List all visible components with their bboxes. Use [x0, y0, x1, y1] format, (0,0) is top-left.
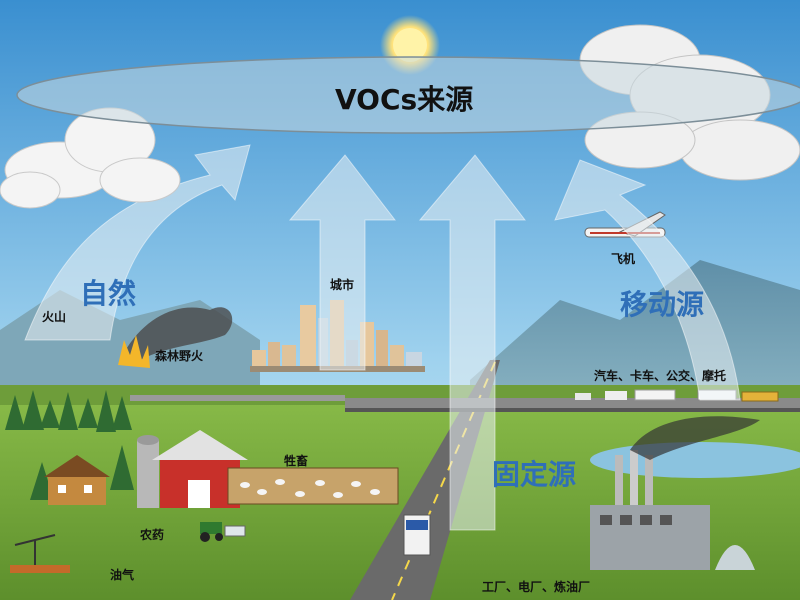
flow-arrows: [24, 144, 741, 531]
category-natural: 自然: [80, 277, 137, 310]
diagram-title: VOCs来源: [335, 83, 474, 116]
fire: [118, 335, 150, 368]
livestock: [240, 479, 380, 498]
arrow-stationary: [418, 154, 527, 531]
highway: [345, 398, 800, 408]
label-pesticide: 农药: [140, 528, 165, 542]
arrow-natural: [24, 144, 251, 341]
label-livestock: 牲畜: [284, 454, 309, 468]
arrow-city: [288, 154, 397, 371]
house: [44, 455, 110, 505]
label-forest-fire: 森林野火: [155, 349, 204, 363]
factory: [590, 450, 755, 570]
oil-pump: [10, 534, 70, 573]
arrow-mobile: [554, 159, 741, 401]
label-industry: 工厂、电厂、炼油厂: [482, 580, 591, 594]
barn: [137, 430, 248, 508]
label-city: 城市: [330, 278, 355, 292]
label-vehicles: 汽车、卡车、公交、摩托: [594, 369, 727, 383]
category-mobile: 移动源: [620, 288, 705, 321]
category-stationary: 固定源: [492, 458, 577, 491]
label-airplane: 飞机: [611, 252, 636, 266]
label-volcano: 火山: [42, 310, 67, 324]
livestock-pen: [227, 467, 399, 505]
vocs-ellipse: [16, 56, 800, 134]
factory-smoke: [630, 416, 760, 460]
label-oil-gas: 油气: [110, 568, 135, 582]
forest: [5, 390, 134, 500]
tractor: [200, 522, 246, 542]
